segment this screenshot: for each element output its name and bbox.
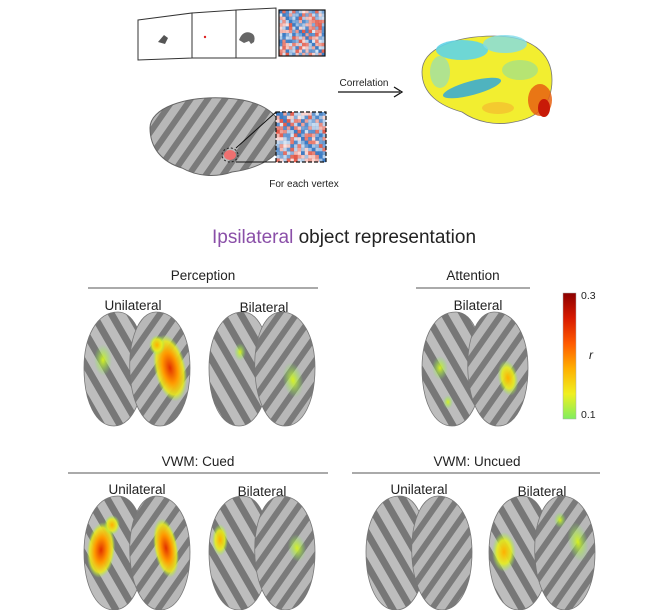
lateral-brain — [149, 97, 284, 176]
brain-pair-attention-bilateral — [421, 311, 529, 427]
fixation-dot — [203, 35, 207, 39]
group-title-vwm-uncued: VWM: Uncued — [433, 454, 521, 469]
brain-pair-vwm-uncued-unilateral — [365, 495, 473, 610]
brain-pair-vwm-cued-unilateral — [83, 495, 191, 610]
ventral-brain-pairs — [83, 311, 596, 610]
condition-label-vwm-cued-bilateral: Bilateral — [237, 484, 287, 499]
condition-label-attention-bilateral: Bilateral — [453, 298, 503, 313]
stimulus-frame-3 — [235, 7, 277, 59]
brain-pair-vwm-cued-bilateral — [208, 495, 316, 610]
colorbar-symbol: r — [589, 348, 593, 362]
colorbar — [562, 292, 577, 420]
correlation-brain-map — [421, 35, 553, 124]
section-title: Ipsilateral object representation — [212, 227, 476, 249]
zoom-lines — [235, 111, 277, 163]
stimulus-frame-2 — [191, 9, 237, 59]
group-title-attention: Attention — [446, 268, 500, 283]
brain-pair-perception-bilateral — [208, 311, 316, 427]
correlation-arrow-label: Correlation — [339, 78, 389, 89]
brain-pair-perception-unilateral — [83, 311, 191, 427]
colorbar-max-label: 0.3 — [581, 290, 596, 302]
vertex-rsm-matrix — [276, 112, 327, 163]
colorbar-min-label: 0.1 — [581, 409, 596, 421]
brain-pair-vwm-uncued-bilateral — [488, 495, 596, 610]
condition-label-vwm-uncued-bilateral: Bilateral — [517, 484, 567, 499]
correlation-arrow — [338, 86, 404, 98]
object-silhouette-bird-icon — [158, 35, 168, 44]
searchlight-sphere — [224, 150, 236, 160]
condition-label-vwm-uncued-unilateral: Unilateral — [390, 482, 448, 497]
condition-label-perception-unilateral: Unilateral — [104, 298, 162, 313]
section-title-rest: object representation — [293, 227, 477, 248]
section-title-highlight: Ipsilateral — [211, 227, 294, 248]
group-title-vwm-cued: VWM: Cued — [161, 454, 235, 469]
stimulus-rsm-matrix — [278, 9, 326, 57]
object-silhouette-animal-icon — [239, 32, 255, 44]
vertex-caption: For each vertex — [269, 179, 339, 190]
group-title-perception: Perception — [170, 268, 236, 283]
condition-label-vwm-cued-unilateral: Unilateral — [108, 482, 166, 497]
vertex-rsm-outline — [275, 111, 327, 163]
condition-label-perception-bilateral: Bilateral — [239, 300, 289, 315]
stimulus-sequence — [137, 7, 277, 61]
